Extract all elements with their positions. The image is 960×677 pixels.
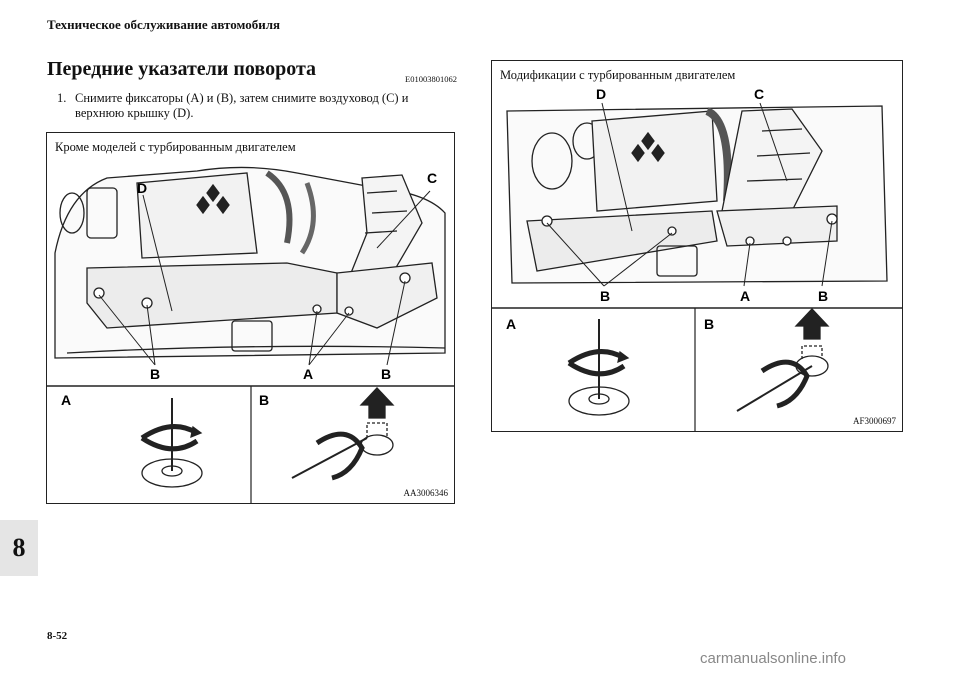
label-b2: B	[381, 366, 391, 382]
figure-id: AA3006346	[403, 488, 449, 498]
step-number: 1.	[57, 91, 67, 105]
engine-illustration: D C B A B A B	[492, 86, 902, 431]
label-c: C	[754, 86, 764, 102]
figure-turbo: Модификации с турбированным двигателем	[491, 60, 903, 432]
figure-caption: Модификации с турбированным двигателем	[500, 68, 736, 82]
label-b2: B	[818, 288, 828, 304]
inset-label-b: B	[259, 392, 269, 408]
inset-label-a: A	[61, 392, 71, 408]
label-c: C	[427, 170, 437, 186]
step-text: Снимите фиксаторы (A) и (B), затем сними…	[75, 91, 409, 120]
chapter-tab: 8	[0, 520, 38, 576]
figure-non-turbo: Кроме моделей с турбированным двигателем	[46, 132, 455, 504]
label-a: A	[303, 366, 313, 382]
running-header: Техническое обслуживание автомобиля	[47, 17, 281, 32]
figure-id: AF3000697	[852, 416, 896, 426]
label-b1: B	[150, 366, 160, 382]
figure-caption: Кроме моделей с турбированным двигателем	[55, 140, 296, 154]
page-number: 8-52	[47, 630, 68, 642]
label-d: D	[596, 86, 606, 102]
engine-illustration: D C B A B A B	[47, 166, 454, 503]
watermark: carmanualsonline.info	[700, 650, 846, 667]
section-title: Передние указатели поворота	[47, 58, 317, 80]
section-code: E01003801062	[405, 74, 457, 84]
label-d: D	[137, 180, 147, 196]
label-b1: B	[600, 288, 610, 304]
inset-label-a: A	[506, 316, 516, 332]
label-a: A	[740, 288, 750, 304]
inset-label-b: B	[704, 316, 714, 332]
